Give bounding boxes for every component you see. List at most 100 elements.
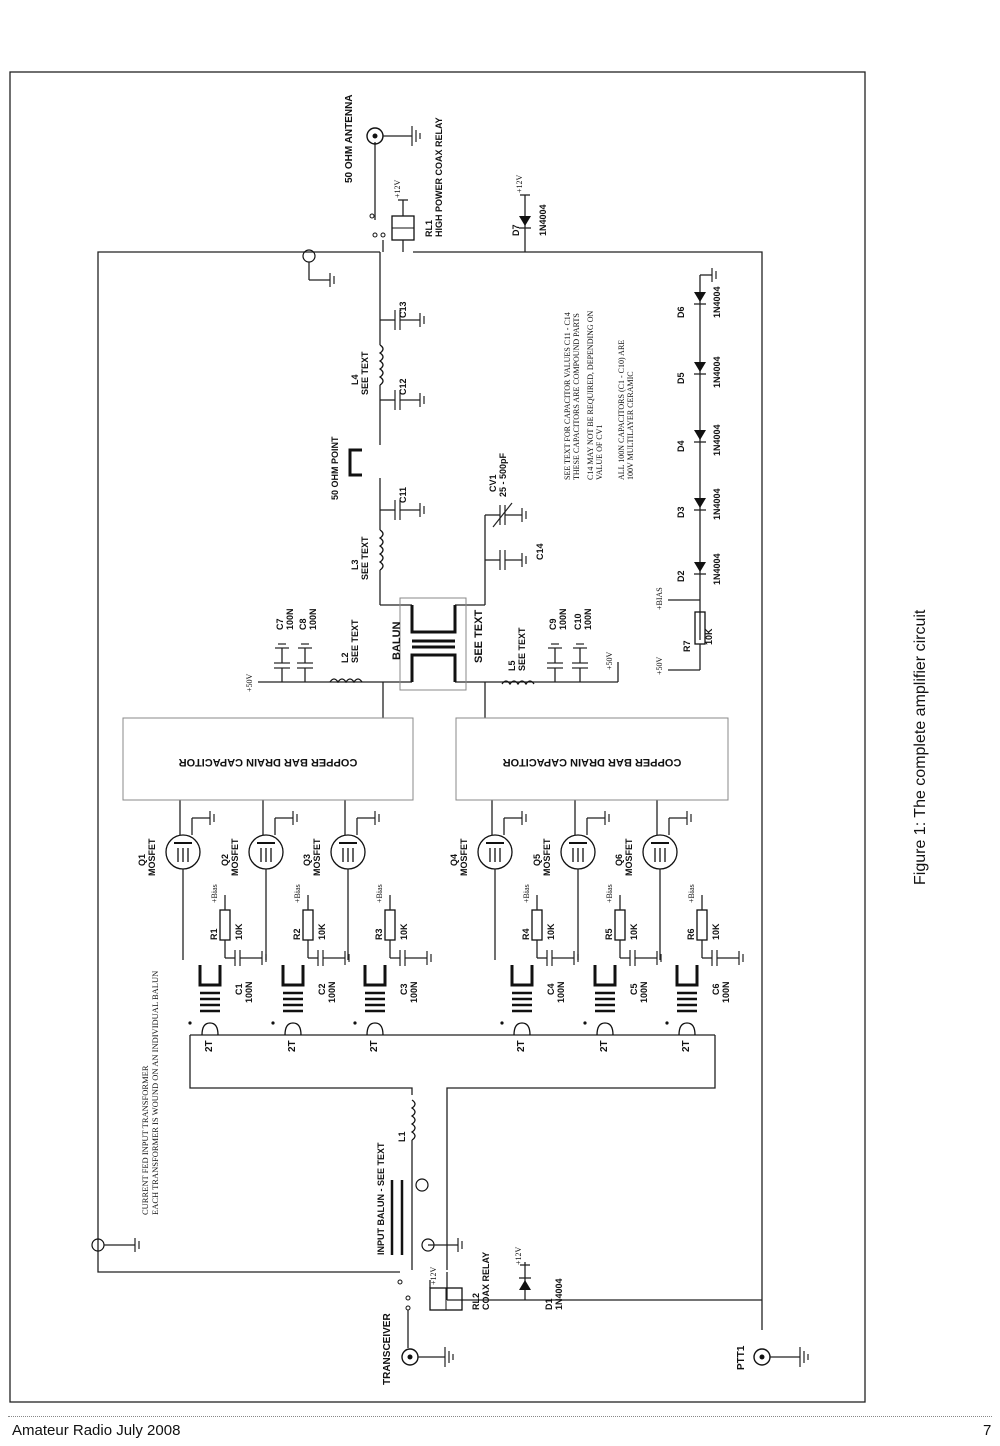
c5-label: C5 — [629, 983, 639, 995]
c7-value: 100N — [285, 608, 295, 630]
r3-bias: +Bias — [375, 884, 384, 903]
r1-label: R1 — [209, 928, 219, 940]
inductor-l3 — [378, 529, 384, 571]
note-1b: THESE CAPACITORS ARE COMPOUND PARTS — [572, 313, 581, 480]
mosfet-stage-4 — [477, 811, 579, 1036]
fifty-ohm-point-label: 50 OHM POINT — [330, 436, 340, 500]
input-balun-label: INPUT BALUN - SEE TEXT — [376, 1142, 386, 1255]
q6-label: Q6 — [614, 854, 624, 866]
q1-type: MOSFET — [147, 838, 157, 876]
footer-rule — [8, 1416, 992, 1417]
cv1-value: 25 - 500pF — [498, 452, 508, 497]
c1-label: C1 — [234, 983, 244, 995]
balun-label: BALUN — [391, 621, 403, 660]
d3-ref: D3 — [676, 506, 686, 518]
resistor-r5 — [614, 909, 626, 941]
capacitor-c12 — [380, 390, 425, 410]
diode-d6 — [694, 292, 706, 305]
input-xfmr-note-a: CURRENT FED INPUT TRANSFORMER — [140, 1065, 150, 1215]
r1-value: 10K — [234, 923, 244, 940]
c6-value: 100N — [721, 981, 731, 1003]
drain-capacitor-left — [122, 717, 414, 801]
c5-value: 100N — [639, 981, 649, 1003]
q2-label: Q2 — [220, 854, 230, 866]
inductor-l4 — [378, 344, 384, 386]
ptt-connector — [753, 1347, 809, 1367]
capacitor-c7 — [274, 643, 290, 682]
inductor-l1 — [410, 1099, 416, 1141]
d6-type: 1N4004 — [712, 286, 722, 318]
c14-label: C14 — [535, 543, 545, 560]
mosfet-stage-6 — [642, 811, 744, 1036]
r6-value: 10K — [711, 923, 721, 940]
capacitor-c8 — [297, 643, 313, 682]
footer-publication: Amateur Radio July 2008 — [12, 1422, 181, 1439]
transceiver-label: TRANSCEIVER — [382, 1313, 393, 1385]
l5-label: L5 — [507, 660, 517, 671]
mosfet-stage-1 — [165, 811, 267, 1036]
note-2a: C14 MAY NOT BE REQUIRED, DEPENDING ON — [586, 311, 595, 480]
resistor-r6 — [696, 909, 708, 941]
supply-50v-right: +50V — [605, 651, 614, 670]
q3-label: Q3 — [302, 854, 312, 866]
q3-type: MOSFET — [312, 838, 322, 876]
resistor-r7 — [668, 599, 706, 671]
bias-ground — [700, 268, 717, 282]
r7-bias: +BIAS — [655, 587, 664, 610]
r7-value: 10K — [704, 628, 714, 645]
q5-label: Q5 — [532, 854, 542, 866]
ground-top-left — [302, 249, 335, 287]
d6-ref: D6 — [676, 306, 686, 318]
l4-label: L4 — [350, 374, 360, 385]
r3-value: 10K — [399, 923, 409, 940]
l1-label: L1 — [397, 1131, 407, 1142]
turns-6: 2T — [681, 1040, 692, 1052]
turns-1: 2T — [204, 1040, 215, 1052]
q6-type: MOSFET — [624, 838, 634, 876]
c12-label: C12 — [398, 378, 408, 395]
drain-capacitor-right — [455, 717, 729, 801]
r6-label: R6 — [686, 928, 696, 940]
rl1-ref: RL1 — [424, 220, 434, 237]
balun-see-text: SEE TEXT — [473, 610, 485, 663]
r2-bias: +Bias — [293, 884, 302, 903]
c8-value: 100N — [308, 608, 318, 630]
drain-cap-label-left: COPPER BAR DRAIN CAPACITOR — [179, 756, 358, 768]
antenna-connector — [366, 126, 421, 146]
ground-left-loop — [91, 1238, 140, 1252]
l2-see-text: SEE TEXT — [350, 619, 360, 663]
r3-label: R3 — [374, 928, 384, 940]
d5-type: 1N4004 — [712, 356, 722, 388]
l3-see-text: SEE TEXT — [360, 536, 370, 580]
l3-label: L3 — [350, 559, 360, 570]
relay-rl2 — [397, 1279, 463, 1348]
supply-50v-left: +50V — [245, 673, 254, 692]
r2-value: 10K — [317, 923, 327, 940]
figure-caption: Figure 1: The complete amplifier circuit — [912, 609, 929, 885]
d2-ref: D2 — [676, 570, 686, 582]
d4-ref: D4 — [676, 440, 686, 452]
input-balun — [390, 1178, 463, 1255]
c9-value: 100N — [558, 608, 568, 630]
transceiver-connector — [401, 1347, 454, 1367]
c4-value: 100N — [556, 981, 566, 1003]
c7-label: C7 — [275, 618, 285, 630]
r6-bias: +Bias — [687, 884, 696, 903]
mosfet-stage-5 — [560, 811, 662, 1036]
diode-d5 — [694, 362, 706, 375]
inductor-l5 — [501, 680, 535, 686]
relay-rl1 — [369, 199, 415, 252]
note-3b: 100V MULTILAYER CERAMIC — [626, 371, 635, 480]
c6-label: C6 — [711, 983, 721, 995]
resistor-r4 — [531, 909, 543, 941]
r2-label: R2 — [292, 928, 302, 940]
c3-value: 100N — [409, 981, 419, 1003]
d2-type: 1N4004 — [712, 553, 722, 585]
rl2-12v: +12V — [429, 1266, 438, 1285]
diode-d7 — [519, 194, 531, 229]
variable-capacitor-cv1 — [485, 502, 527, 528]
capacitor-c9 — [547, 643, 563, 682]
d1-type: 1N4004 — [554, 1278, 564, 1310]
q4-type: MOSFET — [459, 838, 469, 876]
